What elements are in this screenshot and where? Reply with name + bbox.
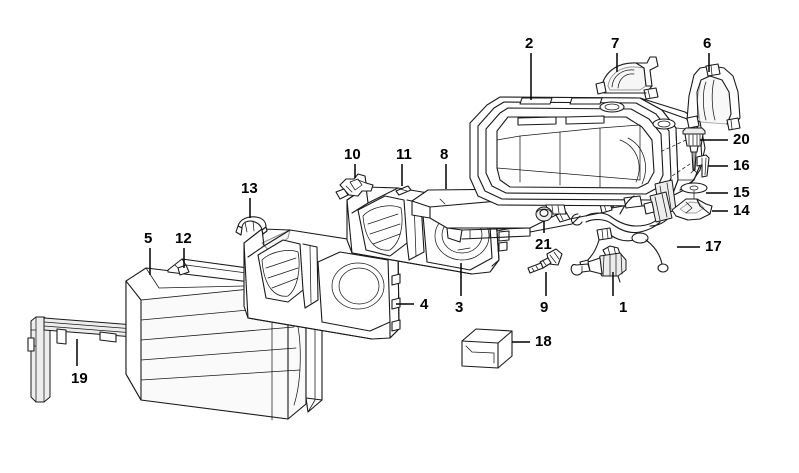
part-21-grommet-plug <box>535 206 553 222</box>
part-4-reflector-frame-left <box>243 228 401 340</box>
part-7-housing-cover-cap <box>595 56 659 100</box>
part-11-retaining-pin <box>395 185 412 196</box>
callout-label-16: 16 <box>733 157 750 174</box>
part-9-adjusting-screw <box>527 248 563 274</box>
callout-label-4: 4 <box>420 296 429 313</box>
callout-label-7: 7 <box>611 35 620 52</box>
callout-label-13: 13 <box>241 180 258 197</box>
callout-label-8: 8 <box>440 146 449 163</box>
callout-label-5: 5 <box>144 230 153 247</box>
callout-label-1: 1 <box>619 299 628 316</box>
part-20-adjuster-knob-screw <box>659 127 706 177</box>
part-10-mounting-clip-small <box>335 173 374 200</box>
part-18-control-module-box <box>461 328 513 369</box>
part-15-washer-disc <box>680 182 708 203</box>
callout-label-17: 17 <box>705 238 722 255</box>
callout-label-12: 12 <box>175 230 192 247</box>
callout-label-3: 3 <box>455 299 464 316</box>
callout-label-18: 18 <box>535 333 552 350</box>
callout-label-21: 21 <box>535 236 552 253</box>
callout-label-20: 20 <box>733 131 750 148</box>
part-14-mounting-bracket-plate <box>671 198 713 221</box>
callout-label-19: 19 <box>71 370 88 387</box>
part-13-retaining-clip <box>235 216 268 236</box>
callout-label-9: 9 <box>540 299 549 316</box>
part-16-wedge-clip <box>696 154 710 178</box>
callout-label-2: 2 <box>525 35 534 52</box>
callout-label-11: 11 <box>396 146 412 163</box>
callout-label-15: 15 <box>733 184 750 201</box>
part-17-wiring-harness <box>570 191 673 273</box>
part-6-bulb-retaining-bracket <box>686 63 741 131</box>
part-2-headlight-housing <box>469 96 706 216</box>
part-1-headlight-bulb <box>570 245 627 283</box>
callout-label-6: 6 <box>703 35 712 52</box>
callout-label-10: 10 <box>344 146 361 163</box>
callout-leader-lines <box>76 53 728 366</box>
callout-label-14: 14 <box>733 202 750 219</box>
